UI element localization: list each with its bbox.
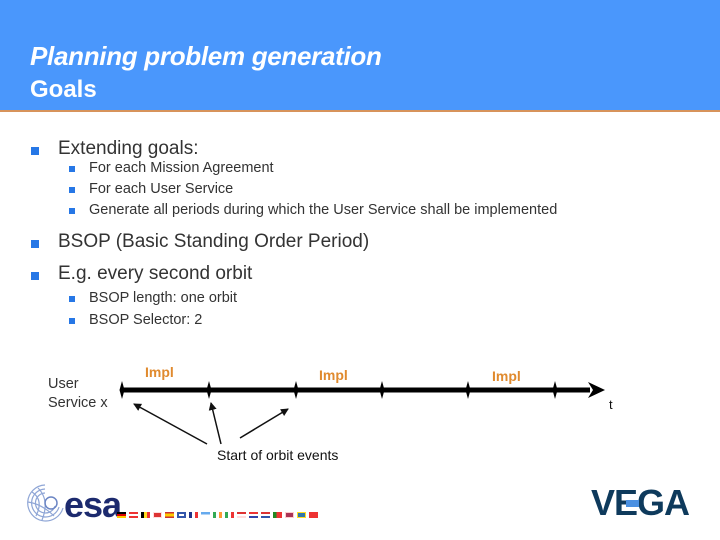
- sub-bullet-square-icon: [69, 318, 75, 324]
- impl-label: Impl: [492, 368, 521, 384]
- esa-globe-icon: [27, 484, 64, 522]
- sub-bullet-square-icon: [69, 166, 75, 172]
- events-caption: Start of orbit events: [217, 447, 339, 463]
- slide-header: Planning problem generation Goals: [0, 0, 720, 110]
- timeline-arrowhead-icon: [588, 382, 605, 398]
- impl-label: Impl: [145, 364, 174, 380]
- slide-title: Planning problem generation: [30, 41, 382, 71]
- bullet-item: Extending goals:: [58, 138, 199, 159]
- bullet-square-icon: [31, 240, 39, 248]
- sub-bullet-square-icon: [69, 208, 75, 214]
- user-service-label: User: [48, 376, 79, 392]
- vega-logo: VEGA: [591, 482, 690, 523]
- impl-label: Impl: [319, 367, 348, 383]
- user-service-label: Service x: [48, 395, 108, 411]
- orbit-event-ticks: [119, 381, 558, 399]
- sub-bullet-item: Generate all periods during which the Us…: [89, 202, 558, 218]
- sub-bullet-item: For each User Service: [89, 181, 234, 197]
- bullet-square-icon: [31, 147, 39, 155]
- vega-logo-accent: [626, 500, 639, 507]
- header-rule: [0, 110, 720, 112]
- sub-bullet-item: BSOP Selector: 2: [89, 312, 203, 328]
- slide-subtitle: Goals: [30, 76, 97, 103]
- esa-logo: esa: [64, 484, 122, 525]
- sub-bullet-item: BSOP length: one orbit: [89, 290, 238, 306]
- member-state-flags: [117, 512, 318, 518]
- time-axis-label: t: [609, 397, 613, 412]
- sub-bullet-square-icon: [69, 296, 75, 302]
- bullet-item: E.g. every second orbit: [58, 263, 253, 284]
- sub-bullet-item: For each Mission Agreement: [89, 160, 274, 176]
- bullet-item: BSOP (Basic Standing Order Period): [58, 231, 370, 252]
- bullet-square-icon: [31, 272, 39, 280]
- sub-bullet-square-icon: [69, 187, 75, 193]
